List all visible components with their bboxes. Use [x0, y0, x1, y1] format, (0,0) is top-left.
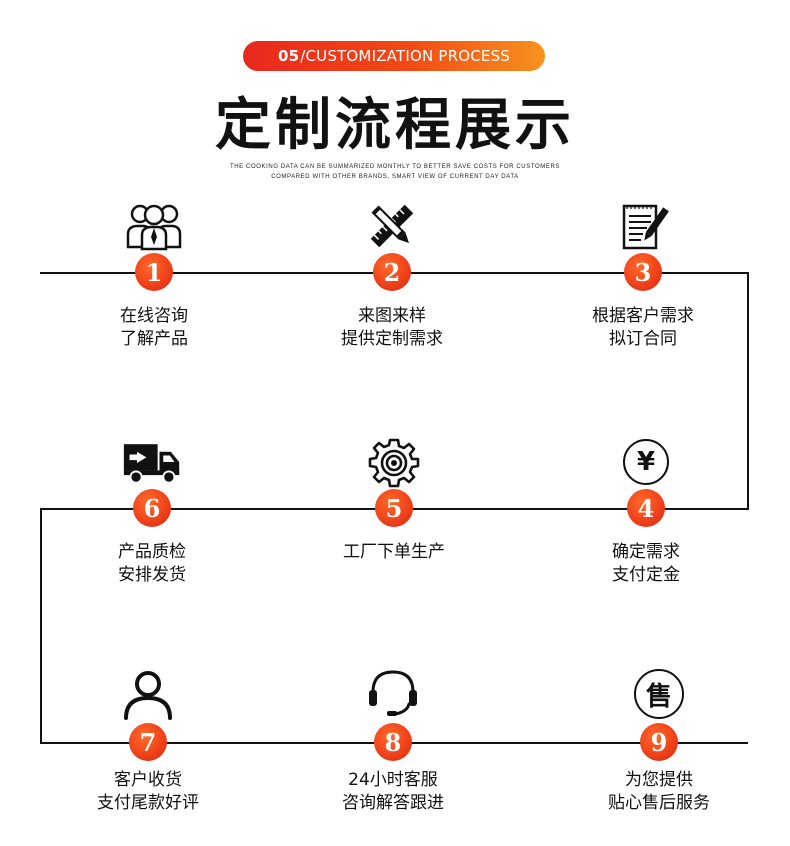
people-group-icon [124, 200, 184, 252]
step-number-2: 2 [373, 253, 411, 291]
page-title: 定制流程展示 [215, 93, 575, 158]
truck-icon [122, 436, 182, 488]
connector-left [40, 508, 42, 744]
step-6-line-2: 安排发货 [118, 565, 186, 585]
step-2-line-2: 提供定制需求 [341, 329, 443, 349]
gear-icon [364, 436, 424, 488]
step-label-2: 来图来样 提供定制需求 [292, 305, 492, 351]
step-7-line-2: 支付尾款好评 [97, 793, 199, 813]
shou-glyph: 售 [634, 669, 684, 719]
step-1: 1 在线咨询 了解产品 [54, 196, 254, 356]
step-label-1: 在线咨询 了解产品 [54, 305, 254, 351]
step-8-line-2: 咨询解答跟进 [342, 793, 444, 813]
step-4-line-2: 支付定金 [612, 565, 680, 585]
page-subtitle: THE COOKING DATA CAN BE SUMMARIZED MONTH… [0, 162, 790, 182]
badge-number: 05 [277, 47, 300, 65]
step-3-line-2: 拟订合同 [609, 329, 677, 349]
pencil-ruler-icon [362, 200, 422, 252]
step-4: ¥ 4 确定需求 支付定金 [546, 432, 746, 592]
step-2-line-1: 来图来样 [358, 306, 426, 326]
step-9-line-1: 为您提供 [625, 770, 693, 790]
step-7: 7 客户收货 支付尾款好评 [48, 664, 248, 824]
step-6: 6 产品质检 安排发货 [52, 432, 252, 592]
step-number-1: 1 [135, 253, 173, 291]
connector-right [747, 272, 749, 510]
step-3: 3 根据客户需求 拟订合同 [543, 196, 743, 356]
step-number-9: 9 [640, 723, 678, 761]
step-number-7: 7 [129, 723, 167, 761]
step-6-line-1: 产品质检 [118, 542, 186, 562]
step-label-4: 确定需求 支付定金 [546, 541, 746, 587]
user-icon [118, 668, 178, 720]
step-9: 售 9 为您提供 贴心售后服务 [559, 664, 759, 824]
step-number-5: 5 [375, 489, 413, 527]
step-8-line-1: 24小时客服 [348, 770, 438, 790]
yuan-glyph: ¥ [623, 439, 669, 485]
step-label-5: 工厂下单生产 [294, 541, 494, 564]
step-label-3: 根据客户需求 拟订合同 [543, 305, 743, 351]
step-3-line-1: 根据客户需求 [592, 306, 694, 326]
step-label-8: 24小时客服 咨询解答跟进 [293, 769, 493, 815]
step-5: 5 工厂下单生产 [294, 432, 494, 592]
step-7-line-1: 客户收货 [114, 770, 182, 790]
step-number-4: 4 [627, 489, 665, 527]
subtitle-line-1: THE COOKING DATA CAN BE SUMMARIZED MONTH… [229, 164, 560, 170]
step-2: 2 来图来样 提供定制需求 [292, 196, 492, 356]
step-1-line-2: 了解产品 [120, 329, 188, 349]
step-number-6: 6 [133, 489, 171, 527]
badge-text: /CUSTOMIZATION PROCESS [300, 47, 511, 65]
headset-icon [363, 668, 423, 720]
step-1-line-1: 在线咨询 [120, 306, 188, 326]
shou-icon: 售 [629, 668, 689, 720]
step-8: 8 24小时客服 咨询解答跟进 [293, 664, 493, 824]
step-number-8: 8 [374, 723, 412, 761]
section-badge: 05 /CUSTOMIZATION PROCESS [243, 41, 545, 71]
step-number-3: 3 [624, 253, 662, 291]
step-5-line-1: 工厂下单生产 [343, 542, 445, 562]
subtitle-line-2: COMPARED WITH OTHER BRANDS, SMART VIEW O… [271, 174, 519, 180]
step-9-line-2: 贴心售后服务 [608, 793, 710, 813]
contract-pen-icon [613, 200, 673, 252]
step-4-line-1: 确定需求 [612, 542, 680, 562]
yuan-icon: ¥ [616, 436, 676, 488]
step-label-9: 为您提供 贴心售后服务 [559, 769, 759, 815]
step-label-6: 产品质检 安排发货 [52, 541, 252, 587]
step-label-7: 客户收货 支付尾款好评 [48, 769, 248, 815]
